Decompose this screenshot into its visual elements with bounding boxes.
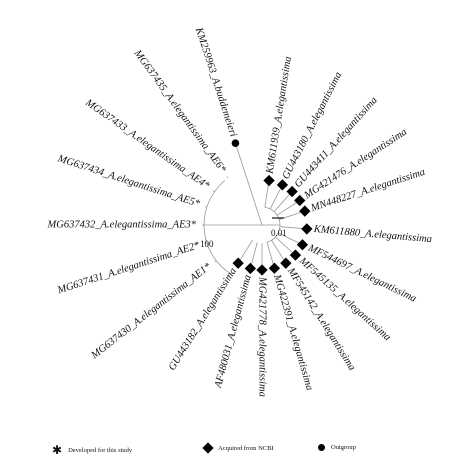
legend-item-ncbi: Acquired from NCBI [202,442,274,454]
diamond-marker [286,185,298,198]
circle-marker [231,139,240,148]
legend-item-outgroup: Outgroup [318,444,356,451]
tip-label: MG421778_A.elegantissima [257,276,268,397]
tip-label: KM611880_A.elegantissima [312,224,432,245]
bootstrap-value: 100 [200,239,214,249]
tip-label: MG637432_A.elegantissima_AE3* [47,219,197,230]
tip-label: KM259963_A.buddemeieri [193,25,239,138]
legend-label-ncbi: Acquired from NCBI [218,444,274,452]
branch-arc-study-clade [203,180,232,275]
branch-leaf [273,191,293,212]
branch-leaf [271,240,287,264]
diamond-marker [263,174,275,187]
diamond-marker [299,205,311,217]
scale-bar: 0.01 [271,217,287,238]
scale-bar-label: 0.01 [271,228,287,238]
asterisk-icon: ✱ [52,443,63,457]
diamond-marker [244,262,257,275]
legend-label-outgroup: Outgroup [331,444,356,451]
diamond-marker [280,257,292,269]
branch-leaf [212,190,215,193]
tree-tips: KM259963_A.buddemeieriMG637435_A.elegant… [47,25,433,396]
branch-root-outgroup [255,205,263,226]
branch-leaf [275,236,296,256]
diamond-marker [232,257,244,269]
diamond-marker [289,249,302,261]
branch-arc-ncbi-clade [264,206,281,243]
diamond-marker [268,262,281,274]
diamond-marker [301,223,313,235]
diamond-icon [202,442,214,454]
diamond-marker [296,239,309,251]
branch-leaf [269,184,283,210]
diamond-marker [276,179,289,191]
legend: ✱ Developed for this study Acquired from… [0,440,474,466]
legend-label-developed: Developed for this study [68,446,133,454]
tip-label: MN448227_A.elegantissima [309,167,427,215]
branch-leaf [226,176,229,179]
branch-leaf [204,206,207,208]
legend-item-developed: ✱ Developed for this study [52,444,132,456]
diamond-marker [294,194,306,207]
branch-leaf [235,143,257,207]
branch-leaf [204,242,207,244]
branch-leaf [276,200,300,216]
diamond-marker [256,264,268,276]
branch-leaf [237,240,253,264]
branch-leaf [278,232,303,246]
circle-icon [318,444,325,451]
branch-leaf [214,260,217,263]
